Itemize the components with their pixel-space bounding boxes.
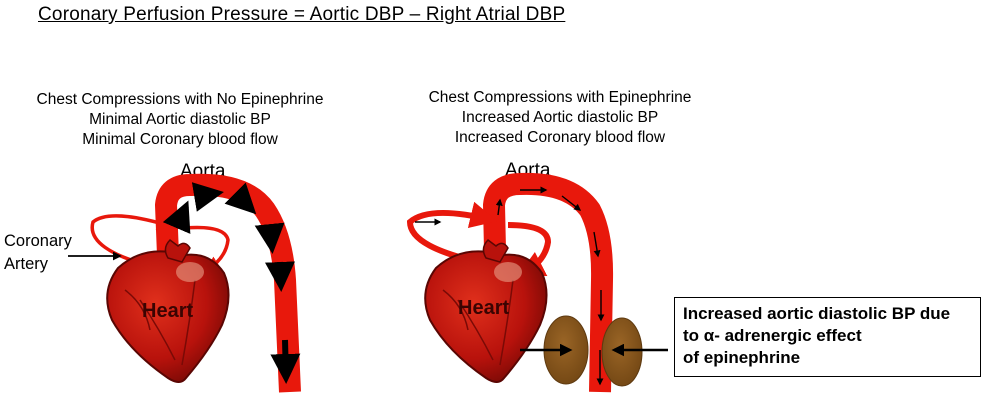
- right-coronary-artery: [406, 201, 498, 267]
- left-flow-arrow-3: [224, 182, 257, 215]
- coronary-label-line-2: Artery: [4, 255, 49, 273]
- left-caption-line-3: Minimal Coronary blood flow: [82, 131, 278, 148]
- right-caption: Chest Compressions with Epinephrine Incr…: [380, 88, 740, 148]
- right-aorta: [483, 172, 614, 393]
- left-flow-arrow-4: [254, 222, 285, 254]
- coronary-label-line-1: Coronary: [4, 232, 72, 250]
- left-caption-line-2: Minimal Aortic diastolic BP: [89, 111, 271, 128]
- right-caption-line-3: Increased Coronary blood flow: [454, 129, 666, 146]
- left-flow-arrow-2: [191, 182, 224, 212]
- right-constriction-oval: [601, 317, 643, 387]
- epinephrine-annotation-box: Increased aortic diastolic BP due to α- …: [674, 297, 981, 377]
- left-caption-line-1: Chest Compressions with No Epinephrine: [36, 91, 324, 108]
- page-title: Coronary Perfusion Pressure = Aortic DBP…: [38, 4, 566, 25]
- coronary-artery-label: Coronary Artery: [4, 230, 72, 276]
- right-flow-arrow-4: [593, 231, 601, 258]
- right-heart-label: Heart: [458, 297, 509, 319]
- annotation-line-1: Increased aortic diastolic BP due: [683, 304, 951, 323]
- right-caption-line-2: Increased Aortic diastolic BP: [461, 109, 659, 126]
- right-flow-arrow-1: [495, 198, 503, 216]
- left-caption: Chest Compressions with No Epinephrine M…: [0, 90, 360, 150]
- annotation-line-3: of epinephrine: [683, 348, 801, 367]
- left-flow-arrow-6: [270, 339, 301, 384]
- right-caption-line-1: Chest Compressions with Epinephrine: [428, 89, 692, 106]
- left-coronary-artery-2: [184, 225, 230, 272]
- left-heart-label: Heart: [142, 300, 193, 322]
- left-flow-arrow-1: [162, 200, 191, 234]
- right-flow-arrow-3: [561, 195, 582, 211]
- annotation-line-2: to α- adrenergic effect: [683, 326, 862, 345]
- left-heart-icon: [106, 239, 230, 383]
- left-flow-arrow-5: [265, 261, 295, 292]
- right-flow-arrows: [415, 186, 605, 386]
- left-flow-arrows: [162, 182, 301, 384]
- right-heart-icon: [424, 239, 548, 383]
